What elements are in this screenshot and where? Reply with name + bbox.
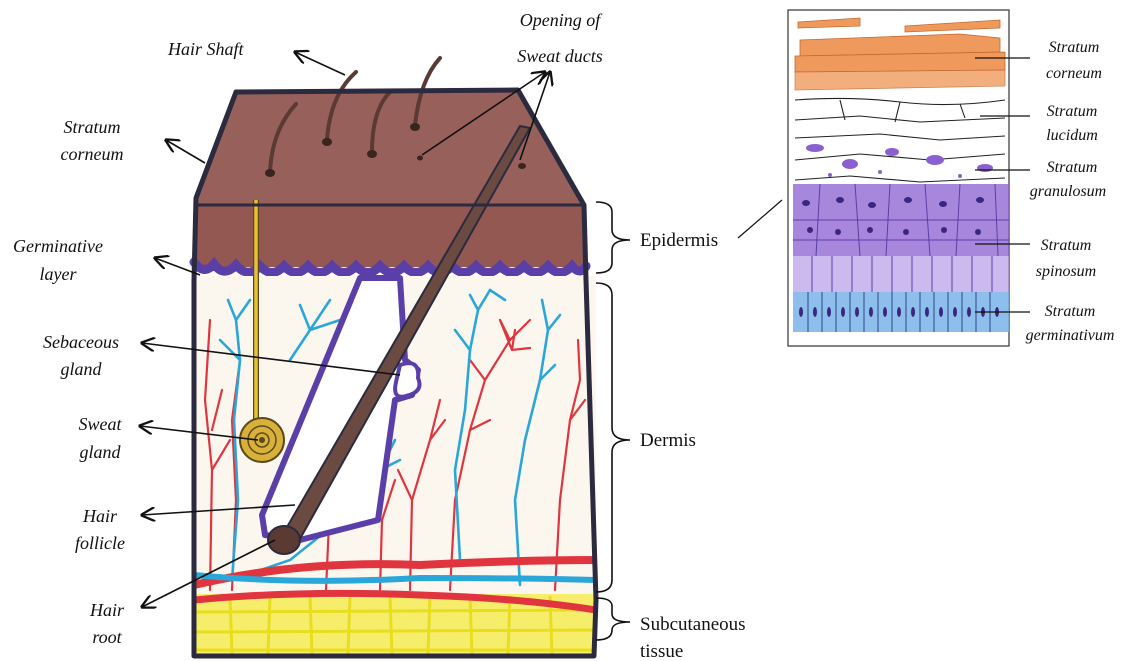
label-epidermis: Epidermis: [640, 230, 718, 251]
label-sebaceous-2: gland: [60, 359, 102, 379]
label-sweat-2: gland: [79, 442, 121, 462]
bracket-epidermis: [596, 202, 630, 273]
epidermis-inset: Stratum corneum Stratum lucidum Stratum …: [788, 10, 1114, 346]
right-brackets: [596, 200, 782, 640]
label-opening-1: Opening of: [520, 10, 603, 30]
inset-label-granulosum-2: granulosum: [1030, 183, 1106, 200]
label-opening-2: Sweat ducts: [517, 46, 603, 66]
label-dermis: Dermis: [640, 430, 696, 451]
inset-label-granulosum-1: Stratum: [1047, 159, 1098, 176]
label-stratum-corneum-2: corneum: [61, 144, 124, 164]
sebaceous-gland-shape: [395, 363, 419, 397]
inset-label-lucidum-1: Stratum: [1047, 103, 1098, 120]
epidermis-band: [194, 205, 586, 267]
label-subcutaneous-1: Subcutaneous: [640, 614, 746, 635]
inset-label-corneum-2: corneum: [1046, 65, 1102, 82]
label-root-2: root: [92, 627, 122, 647]
label-follicle-1: Hair: [82, 506, 118, 526]
label-germinative-2: layer: [40, 264, 78, 284]
inset-spinosum-lower: [793, 256, 1009, 292]
label-sweat-1: Sweat: [79, 414, 123, 434]
inset-label-germinativum-1: Stratum: [1045, 303, 1096, 320]
bracket-subcutaneous: [596, 598, 630, 640]
label-follicle-2: follicle: [75, 533, 125, 553]
label-subcutaneous-2: tissue: [640, 641, 683, 661]
inset-label-corneum-1: Stratum: [1049, 39, 1100, 56]
label-sebaceous-1: Sebaceous: [43, 332, 119, 352]
inset-label-spinosum-1: Stratum: [1041, 237, 1092, 254]
bracket-dermis: [596, 283, 630, 592]
label-root-1: Hair: [89, 600, 125, 620]
sweat-duct-opening: [417, 156, 423, 161]
inset-label-germinativum-2: germinativum: [1026, 327, 1115, 344]
sweat-duct-opening: [518, 163, 526, 169]
inset-label-lucidum-2: lucidum: [1046, 127, 1098, 144]
inset-label-spinosum-2: spinosum: [1036, 263, 1096, 280]
hair-bulb: [268, 526, 300, 554]
label-germinative-1: Germinative: [13, 236, 103, 256]
inset-spinosum: [793, 184, 1009, 256]
label-stratum-corneum-1: Stratum: [63, 117, 120, 137]
label-hair-shaft: Hair Shaft: [167, 39, 245, 59]
